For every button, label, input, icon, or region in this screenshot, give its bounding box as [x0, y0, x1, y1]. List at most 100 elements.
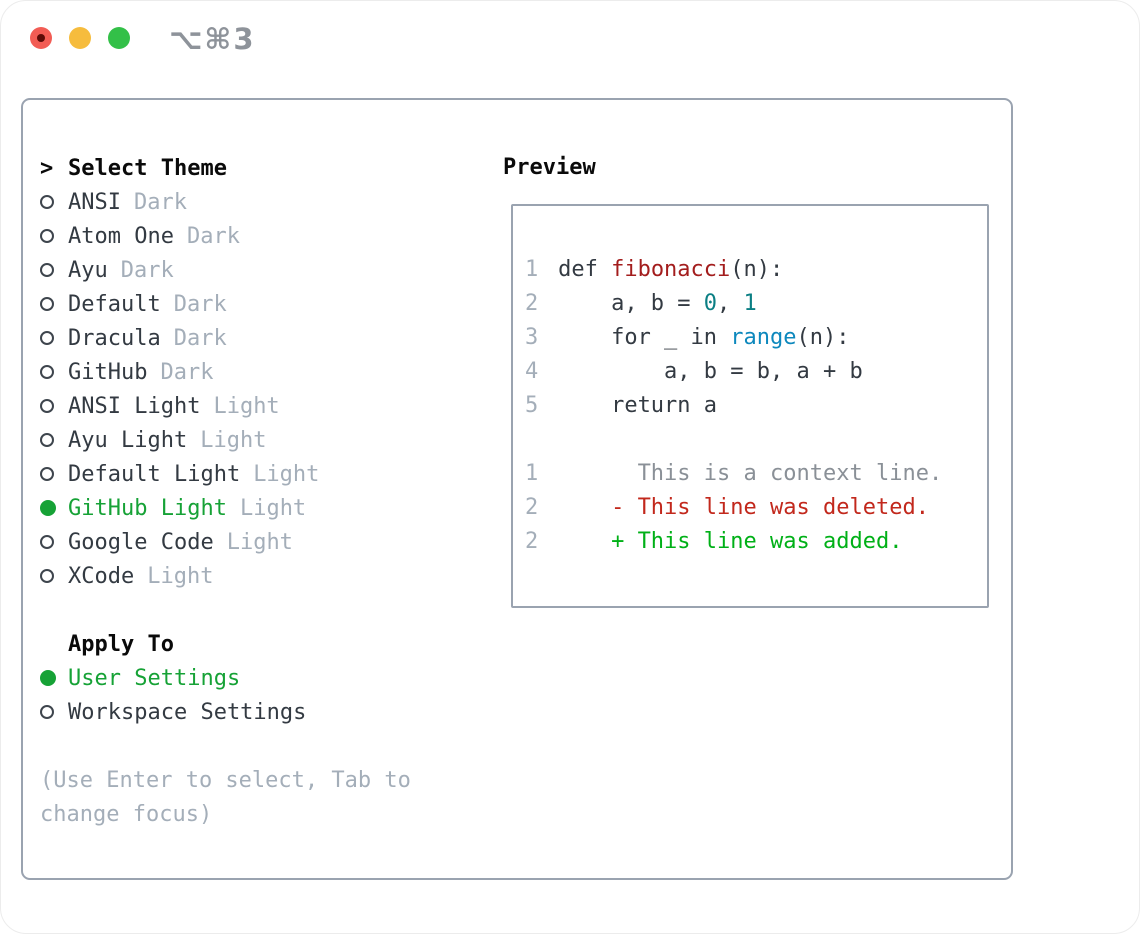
line-number: 4: [525, 359, 539, 384]
code-line: 1 This is a context line.: [525, 457, 987, 491]
radio-selected-icon: [40, 670, 68, 686]
unsaved-changes-dot-icon: [37, 34, 45, 42]
option-label: Default: [68, 291, 161, 317]
apply-to-title: Apply To: [68, 631, 174, 657]
radio-icon: [40, 331, 54, 345]
code-text: (n):: [730, 257, 784, 282]
radio-selected-icon: [40, 500, 56, 516]
theme-variant-tag: Light: [213, 393, 280, 419]
option-label: Ayu: [68, 257, 108, 283]
theme-variant-tag: Light: [147, 563, 214, 589]
radio-icon: [40, 433, 54, 447]
option-label: Atom One: [68, 223, 174, 249]
radio-icon: [40, 365, 54, 379]
code-line: [525, 423, 987, 457]
theme-option[interactable]: Default Dark: [40, 287, 490, 321]
radio-icon: [40, 331, 68, 345]
code-text: fibonacci: [611, 257, 731, 282]
option-label: ANSI Light: [68, 393, 201, 419]
spacer-row: [40, 729, 490, 763]
radio-selected-icon: [40, 500, 68, 516]
code-text: def: [558, 257, 612, 282]
radio-icon: [40, 229, 68, 243]
hint-line-2: change focus): [40, 801, 213, 827]
line-number: 1: [525, 461, 539, 486]
code-text: This is a context line.: [558, 461, 943, 486]
radio-icon: [40, 229, 54, 243]
code-text: - This line was deleted.: [558, 495, 929, 520]
theme-variant-tag: Light: [200, 427, 267, 453]
theme-variant-tag: Light: [239, 495, 307, 521]
theme-option[interactable]: Google Code Light: [40, 525, 490, 559]
theme-variant-tag: Dark: [173, 291, 227, 317]
code-line: 2 a, b = 0, 1: [525, 287, 987, 321]
code-text: range: [730, 325, 797, 350]
code-line: 2 - This line was deleted.: [525, 491, 987, 525]
code-line: 3 for _ in range(n):: [525, 321, 987, 355]
theme-variant-tag: Dark: [133, 189, 187, 215]
option-label: Google Code: [68, 529, 214, 555]
select-theme-header-row: > Select Theme: [40, 151, 490, 185]
apply-to-header-row: Apply To: [40, 627, 490, 661]
code-text: ,: [717, 291, 744, 316]
radio-icon: [40, 195, 54, 209]
close-button[interactable]: [30, 27, 52, 49]
radio-icon: [40, 195, 68, 209]
theme-variant-tag: Dark: [186, 223, 240, 249]
radio-icon: [40, 365, 68, 379]
theme-option[interactable]: ANSI Dark: [40, 185, 490, 219]
apply-option[interactable]: Workspace Settings: [40, 695, 490, 729]
code-text: a, b = b, a + b: [558, 359, 863, 384]
option-label: ANSI: [68, 189, 121, 215]
theme-variant-tag: Dark: [160, 359, 214, 385]
hint-line-1: (Use Enter to select, Tab to: [40, 767, 411, 793]
theme-option[interactable]: Atom One Dark: [40, 219, 490, 253]
radio-icon: [40, 263, 54, 277]
line-number: 3: [525, 325, 539, 350]
theme-variant-tag: Light: [226, 529, 293, 555]
line-number: 5: [525, 393, 539, 418]
theme-option[interactable]: GitHub Dark: [40, 355, 490, 389]
window-title: ⌥⌘3: [169, 22, 256, 56]
code-line: 5 return a: [525, 389, 987, 423]
radio-icon: [40, 535, 68, 549]
traffic-lights: [30, 27, 130, 49]
radio-icon: [40, 467, 54, 481]
code-text: 0: [703, 291, 718, 316]
radio-icon: [40, 569, 68, 583]
radio-icon: [40, 297, 68, 311]
option-label: Default Light: [68, 461, 241, 487]
radio-icon: [40, 467, 68, 481]
code-text: return a: [558, 393, 718, 418]
minimize-button[interactable]: [69, 27, 91, 49]
select-theme-title: Select Theme: [68, 155, 227, 181]
radio-icon: [40, 569, 54, 583]
theme-option[interactable]: GitHub Light Light: [40, 491, 490, 525]
radio-icon: [40, 705, 68, 719]
option-label: Workspace Settings: [68, 699, 307, 725]
preview-title: Preview: [503, 155, 596, 180]
option-label: GitHub: [68, 359, 148, 385]
zoom-button[interactable]: [108, 27, 130, 49]
titlebar: ⌥⌘3: [1, 1, 1139, 76]
code-text: a, b =: [558, 291, 704, 316]
theme-option[interactable]: ANSI Light Light: [40, 389, 490, 423]
radio-icon: [40, 399, 54, 413]
code-line: 2 + This line was added.: [525, 525, 987, 559]
code-line: 4 a, b = b, a + b: [525, 355, 987, 389]
code-text: + This line was added.: [558, 529, 903, 554]
option-label: GitHub Light: [68, 495, 227, 521]
radio-icon: [40, 535, 54, 549]
radio-icon: [40, 433, 68, 447]
line-number: 2: [525, 529, 539, 554]
apply-option[interactable]: User Settings: [40, 661, 490, 695]
